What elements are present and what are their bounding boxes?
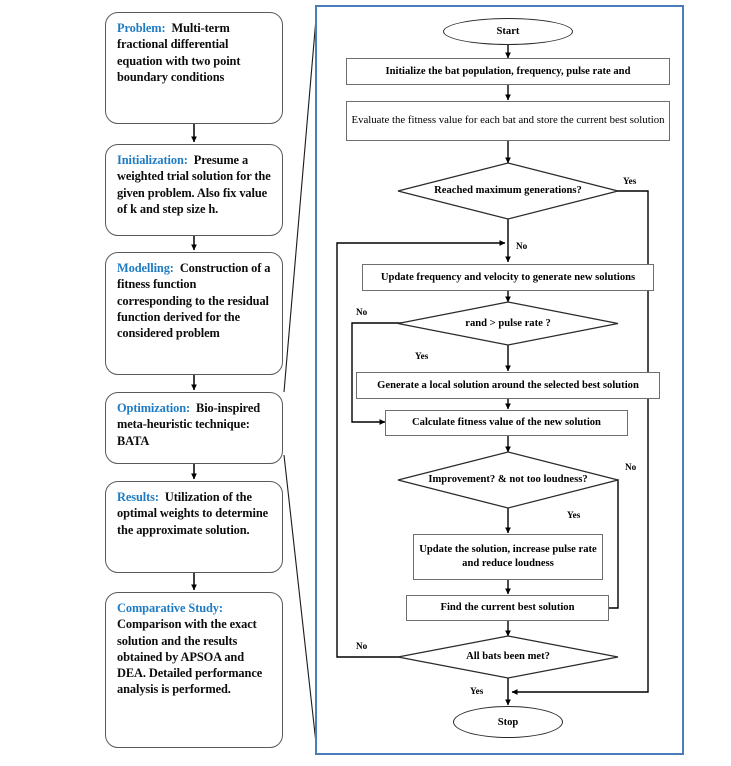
flow-node-label: Evaluate the fitness value for each bat … bbox=[351, 114, 665, 127]
branch-label-rand-no: No bbox=[356, 307, 368, 317]
stage-heading: Problem: bbox=[117, 21, 166, 35]
flow-node-initialize[interactable]: Initialize the bat population, frequency… bbox=[346, 58, 670, 85]
branch-label-improve-no: No bbox=[625, 462, 637, 472]
stage-body: Bio-inspired meta-heuristic technique: B… bbox=[117, 401, 261, 448]
flow-node-evaluate[interactable]: Evaluate the fitness value for each bat … bbox=[346, 101, 670, 141]
flow-node-label: Generate a local solution around the sel… bbox=[377, 379, 639, 391]
stage-initialization[interactable]: Initialization: Presume a weighted trial… bbox=[105, 144, 283, 236]
branch-label-allbats-no: No bbox=[356, 641, 368, 651]
flow-stop-label: Stop bbox=[497, 716, 519, 728]
flow-start-terminator[interactable]: Start bbox=[443, 18, 573, 45]
stage-modelling[interactable]: Modelling: Construction of a fitness fun… bbox=[105, 252, 283, 375]
branch-label-maxgen-no: No bbox=[516, 241, 528, 251]
flow-node-calculate-fitness[interactable]: Calculate fitness value of the new solut… bbox=[385, 410, 628, 436]
flow-stop-terminator[interactable]: Stop bbox=[453, 706, 563, 738]
stage-heading: Comparative Study: bbox=[117, 601, 223, 615]
stage-comparative-study[interactable]: Comparative Study: Comparison with the e… bbox=[105, 592, 283, 748]
stage-heading: Optimization: bbox=[117, 401, 191, 415]
flow-decision-rand-pulse-rate[interactable]: rand > pulse rate ? bbox=[397, 301, 619, 346]
stage-heading: Results: bbox=[117, 490, 159, 504]
branch-label-maxgen-yes: Yes bbox=[623, 176, 637, 186]
flow-node-update-solution[interactable]: Update the solution, increase pulse rate… bbox=[413, 534, 603, 580]
branch-label-improve-yes: Yes bbox=[567, 510, 581, 520]
stage-optimization[interactable]: Optimization: Bio-inspired meta-heuristi… bbox=[105, 392, 283, 464]
flow-node-label: Update the solution, increase pulse rate… bbox=[419, 544, 597, 569]
stage-problem[interactable]: Problem: Multi-term fractional different… bbox=[105, 12, 283, 124]
stage-body: Multi-term fractional differential equat… bbox=[117, 21, 241, 84]
stage-body: Construction of a fitness function corre… bbox=[117, 261, 271, 340]
flow-decision-max-generations[interactable]: Reached maximum generations? bbox=[397, 162, 619, 220]
stage-heading: Initialization: bbox=[117, 153, 188, 167]
stage-body: Comparison with the exact solution and t… bbox=[117, 617, 263, 697]
flow-decision-all-bats-met[interactable]: All bats been met? bbox=[397, 635, 619, 679]
flow-node-generate-local-solution[interactable]: Generate a local solution around the sel… bbox=[356, 372, 660, 399]
flow-node-update-frequency[interactable]: Update frequency and velocity to generat… bbox=[362, 264, 654, 291]
branch-label-rand-yes: Yes bbox=[415, 351, 429, 361]
stage-results[interactable]: Results: Utilization of the optimal weig… bbox=[105, 481, 283, 573]
flow-node-label: Initialize the bat population, frequency… bbox=[385, 65, 631, 77]
flow-node-find-best-solution[interactable]: Find the current best solution bbox=[406, 595, 609, 621]
stage-heading: Modelling: bbox=[117, 261, 174, 275]
branch-label-allbats-yes: Yes bbox=[470, 686, 484, 696]
flow-node-label: Find the current best solution bbox=[440, 602, 575, 614]
flow-node-label: Calculate fitness value of the new solut… bbox=[412, 417, 601, 429]
flow-node-label: Update frequency and velocity to generat… bbox=[380, 271, 636, 283]
stage-body: Presume a weighted trial solution for th… bbox=[117, 153, 271, 216]
flow-decision-improvement[interactable]: Improvement? & not too loudness? bbox=[397, 451, 619, 509]
flow-start-label: Start bbox=[496, 26, 520, 37]
stage-body: Utilization of the optimal weights to de… bbox=[117, 490, 269, 537]
